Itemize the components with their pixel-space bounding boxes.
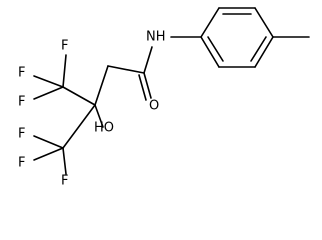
bond-c-f-middle-left — [33, 86, 64, 100]
amide-nh-label: NH — [146, 30, 166, 45]
ring-bond-6 — [200, 36, 220, 68]
fluorine-label-middle-left: F — [18, 95, 25, 110]
bond-c-f-top — [62, 54, 67, 88]
ring-bond-1 — [200, 7, 220, 38]
fluorine-label-lower-left: F — [18, 127, 25, 142]
fluorine-label-bottom-left: F — [18, 156, 25, 171]
carbonyl-oxygen-label: O — [149, 99, 159, 114]
bond-center-to-cf3-lower — [62, 104, 96, 149]
bond-c-f-bottom — [62, 147, 67, 175]
bond-center-to-hydroxyl — [94, 104, 104, 128]
fluorine-label-bottom: F — [61, 174, 68, 189]
bond-carbonyl-to-nh — [143, 46, 153, 74]
ring-inner-bond-right — [250, 36, 267, 62]
ring-bond-3 — [254, 7, 274, 38]
chemical-structure-diagram: F F F F F F HO NH O — [18, 7, 310, 189]
bond-c-f-lower-left — [33, 135, 64, 149]
fluorine-label-top: F — [61, 39, 68, 54]
bond-c-f-bottom-left — [33, 147, 64, 161]
bond-center-to-ch2 — [94, 65, 109, 106]
bond-cf3-upper-to-center — [62, 86, 96, 106]
fluorine-label-upper-left: F — [18, 66, 25, 81]
bond-ch2-to-carbonyl — [107, 65, 145, 74]
ring-bond-4 — [254, 36, 274, 68]
bond-carbonyl-double-1 — [143, 72, 152, 99]
ring-inner-bond-left — [207, 36, 224, 62]
bond-carbonyl-double-2 — [138, 74, 147, 101]
bond-c-f-upper-left — [33, 75, 64, 88]
hydroxyl-label: HO — [94, 121, 114, 136]
